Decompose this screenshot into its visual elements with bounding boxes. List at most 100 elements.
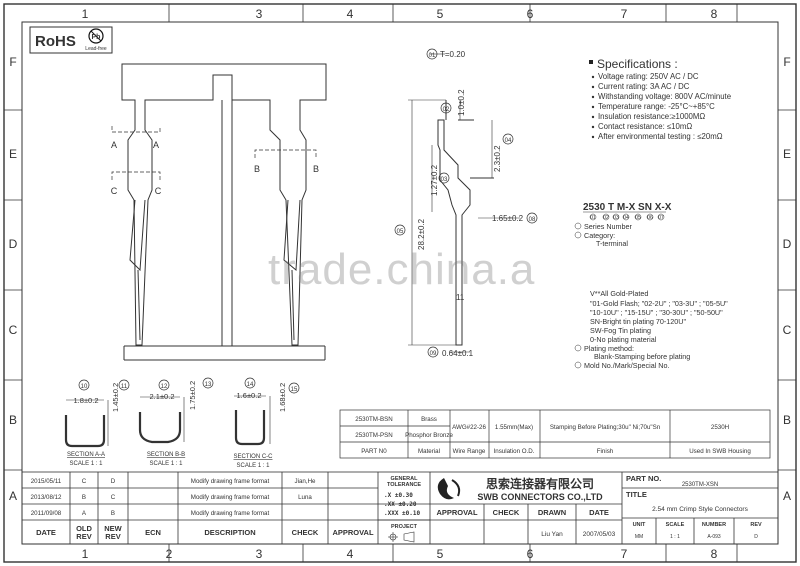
spec-item: Voltage rating: 250V AC / DC [598, 72, 699, 81]
section-a-label: SECTION A-A [67, 452, 105, 458]
projection-icon [388, 531, 415, 543]
callout-01: 01 [429, 53, 436, 59]
col-label: 3 [256, 547, 263, 561]
code-sub: 04 [623, 215, 629, 221]
rev-date: 2015/05/11 [31, 478, 62, 485]
tb-rev-label: REV [750, 522, 762, 528]
side-dimension-lines [408, 53, 520, 353]
project-label: PROJECT [391, 524, 418, 530]
tb-number: A-093 [707, 534, 721, 540]
spec-item: Insulation resistance:≥1000MΩ [598, 112, 705, 121]
code-category: Category: [584, 231, 615, 240]
rohs-text: RoHS [35, 33, 76, 50]
col-label: 4 [347, 547, 354, 561]
part-cell: Brass [421, 416, 437, 423]
col-label: 1 [82, 7, 89, 21]
callout-09: 09 [430, 351, 437, 357]
company-logo-icon [437, 478, 461, 500]
col-label: 8 [711, 547, 718, 561]
col-label: 8 [711, 7, 718, 21]
code-sub: 07 [658, 215, 664, 221]
row-label: C [9, 323, 18, 337]
code-plating-line: 0-No plating material [590, 335, 657, 344]
tb-date: DATE [589, 508, 609, 517]
col-label: 7 [621, 547, 628, 561]
section-mark-c: C [155, 186, 162, 196]
code-plating-head: V**All Gold-Plated [590, 289, 648, 298]
tb-approval: APPROVAL [436, 508, 478, 517]
row-label: E [783, 147, 791, 161]
part-header: Insulation O.D. [494, 448, 535, 455]
callout-05: 05 [397, 229, 404, 235]
code-main: 2530 T M-X SN X-X [583, 202, 672, 213]
section-a-scale: SCALE 1 : 1 [69, 461, 103, 467]
tb-drawn: DRAWN [538, 508, 566, 517]
part-cell: 2530H [711, 424, 729, 431]
header-check: CHECK [292, 528, 319, 537]
pb-symbol: Pb [92, 34, 101, 41]
section-marks: A A C C B B [111, 140, 319, 196]
front-view-terminals [121, 63, 327, 361]
watermark: trade.china.a [268, 245, 536, 294]
col-label: 5 [437, 547, 444, 561]
part-cell: 2530TM-BSN [355, 416, 392, 423]
code-sub: 05 [635, 215, 641, 221]
tb-part-no: 2530TM-XSN [682, 482, 718, 488]
section-mark-b: B [313, 164, 319, 174]
section-a-callout-1: 10 [81, 384, 88, 390]
tolerance-line: .XXX ±0.10 [384, 510, 421, 517]
callout-04: 04 [505, 138, 512, 144]
tb-rev: D [754, 534, 758, 540]
row-label: D [783, 237, 792, 251]
title-block: 2015/05/11 C D Modify drawing frame form… [21, 471, 779, 545]
col-label: 6 [527, 7, 534, 21]
section-a-width: 1.8±0.2 [74, 396, 99, 405]
t-value: T=0.20 [440, 50, 466, 59]
rev-old: B [82, 494, 86, 501]
code-plating-line: SN-Bright tin plating 70-120U" [590, 317, 686, 326]
section-b-width: 2.1±0.2 [150, 392, 175, 401]
rev-check: Luna [298, 494, 312, 501]
column-labels: 1 3 4 5 6 7 8 1 2 3 4 5 6 7 8 [82, 7, 718, 561]
section-mark-a: A [111, 140, 117, 150]
code-sub: 06 [647, 215, 653, 221]
code-mold-no: Mold No./Mark/Special No. [584, 361, 669, 370]
tolerance-line: .X ±0.30 [384, 492, 413, 499]
rev-new: B [111, 510, 115, 517]
row-label: B [9, 413, 17, 427]
part-header: PART N0 [361, 448, 387, 455]
rev-date: 2013/08/12 [31, 494, 63, 501]
tb-unit-label: UNIT [633, 522, 646, 528]
row-label: A [9, 489, 17, 503]
company-name-cn: 思索连接器有限公司 [486, 476, 594, 491]
callouts: 01 T=0.20 02 1.0±0.2 03 04 2.3±0.2 05 28… [394, 48, 538, 358]
section-c-callout-1: 14 [247, 382, 254, 388]
code-blank-stamping: Blank-Stamping before plating [594, 352, 690, 361]
column-ticks [4, 4, 796, 562]
part-cell: 2530TM-PSN [355, 432, 392, 439]
row-label: A [783, 489, 791, 503]
part-header: Used In SWB Housing [689, 448, 751, 455]
spec-item: Temperature range: -25°C~+85°C [598, 102, 715, 111]
code-plating-line: SW-Fog Tin plating [590, 326, 651, 335]
callout-circle [426, 48, 438, 60]
part-header: Material [418, 448, 440, 455]
code-sub: 03 [613, 215, 619, 221]
tb-check: CHECK [493, 508, 520, 517]
section-c-scale: SCALE 1 : 1 [236, 463, 270, 469]
section-b-callout-2: 13 [205, 382, 212, 388]
specs-title: Specifications : [597, 57, 678, 71]
callout-03: 03 [441, 177, 448, 183]
callout-11: 11 [456, 293, 465, 302]
section-b-scale: SCALE 1 : 1 [149, 461, 183, 467]
rev-new: D [111, 478, 116, 485]
tb-drawn-by: Liu Yan [541, 531, 563, 538]
part-cell: 1.55mm(Max) [495, 424, 533, 431]
tb-part-no-label: PART NO. [626, 474, 661, 483]
rohs-badge: RoHS Pb Lead-free [29, 26, 113, 54]
section-b-height: 1.75±0.2 [188, 381, 197, 410]
dim-08: 1.65±0.2 [492, 214, 524, 223]
